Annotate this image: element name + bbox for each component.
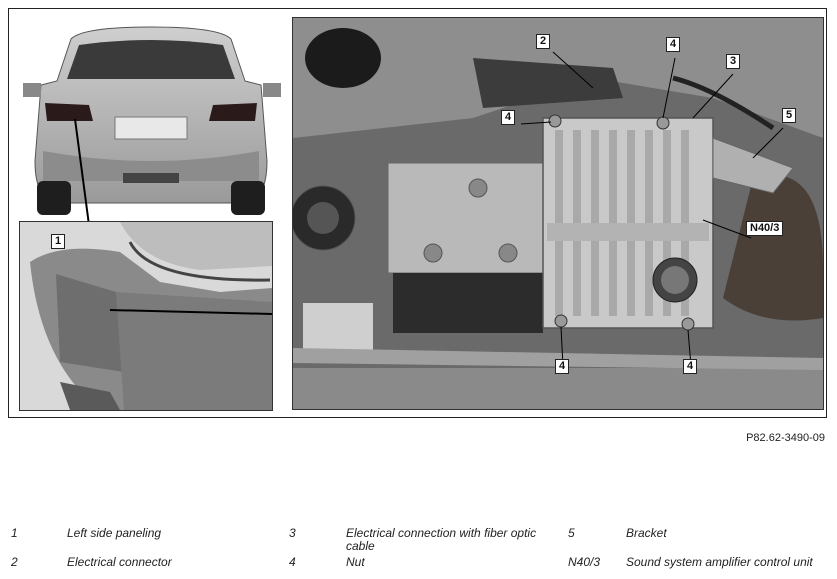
- amplifier-detail-photo: [292, 17, 824, 410]
- figure-code: P82.62-3490-09: [746, 432, 825, 444]
- legend-num: 1: [11, 526, 18, 540]
- car-rear-photo: [23, 21, 281, 225]
- figure-frame: 1: [8, 8, 827, 418]
- callout-2: 2: [536, 34, 551, 49]
- callout-1: 1: [51, 234, 66, 249]
- callout-5: 5: [782, 108, 797, 123]
- legend-num: 5: [568, 526, 575, 540]
- legend-text: Sound system amplifier control unit: [626, 555, 813, 569]
- legend-text: Bracket: [626, 526, 667, 540]
- callout-n40-3: N40/3: [746, 221, 784, 236]
- legend-text: Electrical connection with fiber optic c…: [346, 526, 537, 553]
- callout-4-left: 4: [501, 110, 516, 125]
- legend-num: N40/3: [568, 555, 601, 569]
- trunk-photo: [19, 221, 273, 411]
- legend-text: Electrical connector: [67, 555, 172, 569]
- legend-num: 2: [11, 555, 18, 569]
- legend-num: 3: [289, 526, 296, 540]
- callout-4-bottom-left: 4: [555, 359, 570, 374]
- callout-4-bottom-right: 4: [683, 359, 698, 374]
- callout-3: 3: [726, 54, 741, 69]
- legend-num: 4: [289, 555, 296, 569]
- legend-text: Left side paneling: [67, 526, 162, 540]
- callout-4-top: 4: [666, 37, 681, 52]
- legend-text: Nut: [346, 555, 365, 569]
